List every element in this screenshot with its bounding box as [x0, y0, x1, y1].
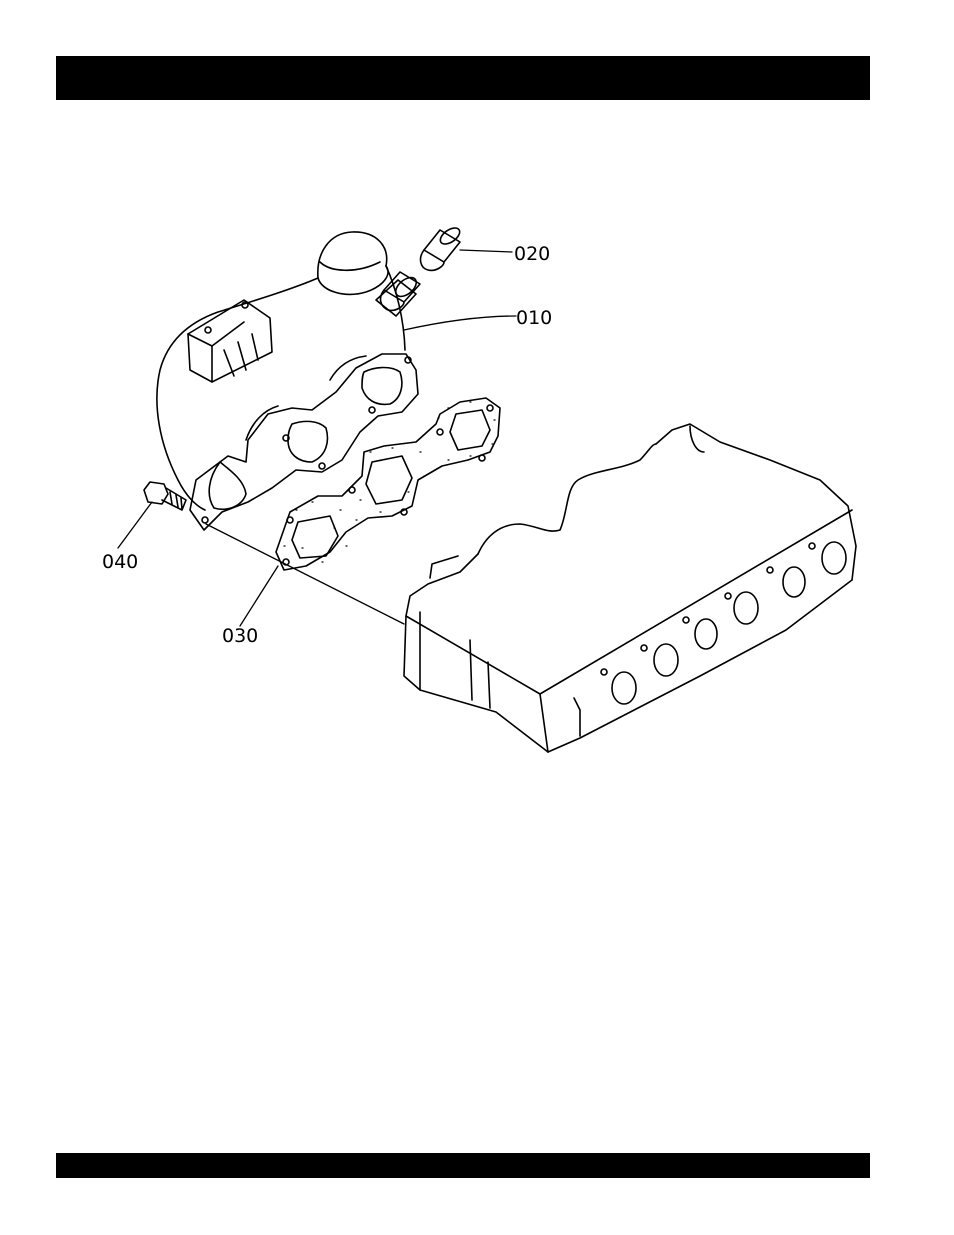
- manifold-gasket-part: [276, 398, 500, 570]
- flange-bolt-part: [144, 482, 186, 510]
- leader-line-030: [240, 566, 278, 626]
- exhaust-manifold-part: [157, 232, 420, 530]
- leader-line-010: [404, 316, 516, 330]
- pipe-fitting-part: [381, 225, 463, 311]
- callout-020: 020: [514, 243, 550, 265]
- leader-line-040: [118, 502, 152, 548]
- callout-010: 010: [516, 307, 552, 329]
- assembly-line: [206, 524, 404, 624]
- cylinder-head-part: [404, 424, 856, 752]
- leader-line-020: [460, 250, 512, 252]
- callout-040: 040: [102, 551, 138, 573]
- footer-bar: [56, 1153, 870, 1178]
- callout-030: 030: [222, 625, 258, 647]
